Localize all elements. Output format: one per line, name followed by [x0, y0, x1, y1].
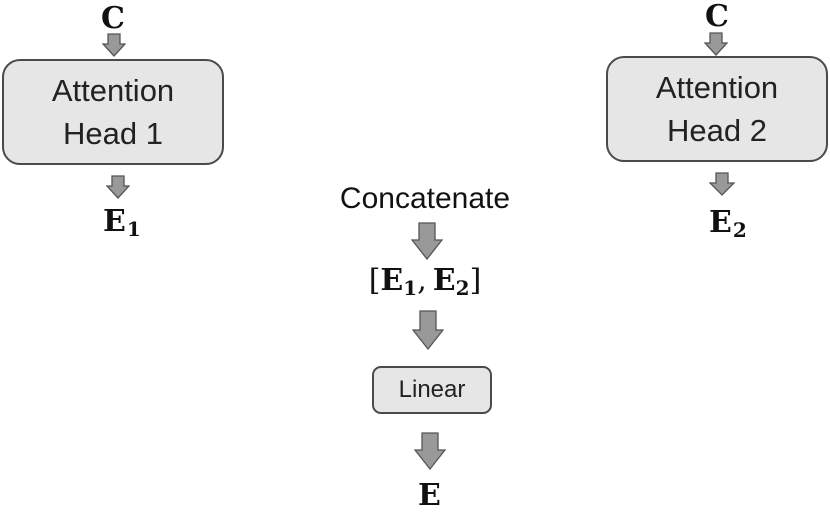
- output-e1-letter: E: [103, 204, 126, 239]
- concatenate-label: Concatenate: [339, 182, 511, 215]
- expr-e2-letter: E: [432, 263, 456, 298]
- input-c-right: C: [705, 0, 729, 34]
- arrow-down-icon: [102, 33, 126, 57]
- attention-head-2-box: Attention Head 2: [606, 56, 828, 162]
- linear-label: Linear: [398, 376, 466, 403]
- head-1-line-2: Head 1: [63, 116, 163, 151]
- input-c-left: C: [101, 1, 125, 36]
- output-e1: E1: [103, 204, 141, 241]
- close-bracket: ]: [469, 263, 482, 298]
- arrow-down-icon: [411, 222, 443, 260]
- output-e2: E2: [709, 205, 747, 242]
- final-output-e: E: [418, 478, 441, 513]
- arrow-down-icon: [414, 432, 446, 470]
- comma-separator: ,: [417, 263, 427, 298]
- expr-e1-letter: E: [380, 263, 404, 298]
- arrow-down-icon: [709, 172, 735, 196]
- linear-layer-box: Linear: [372, 366, 492, 414]
- output-e1-subscript: 1: [126, 217, 141, 241]
- concatenated-expression: [E1,E2]: [350, 263, 500, 300]
- arrow-down-icon: [106, 175, 130, 199]
- attention-head-1-box: Attention Head 1: [2, 59, 224, 165]
- expr-e2-subscript: 2: [455, 276, 470, 300]
- output-e2-subscript: 2: [732, 218, 747, 242]
- head-2-line-2: Head 2: [667, 113, 767, 148]
- head-1-line-1: Attention: [51, 72, 175, 108]
- arrow-down-icon: [704, 32, 728, 56]
- head-2-line-1: Attention: [655, 69, 779, 105]
- output-e2-letter: E: [709, 205, 732, 240]
- open-bracket: [: [368, 263, 381, 298]
- expr-e1-subscript: 1: [403, 276, 418, 300]
- arrow-down-icon: [412, 310, 444, 350]
